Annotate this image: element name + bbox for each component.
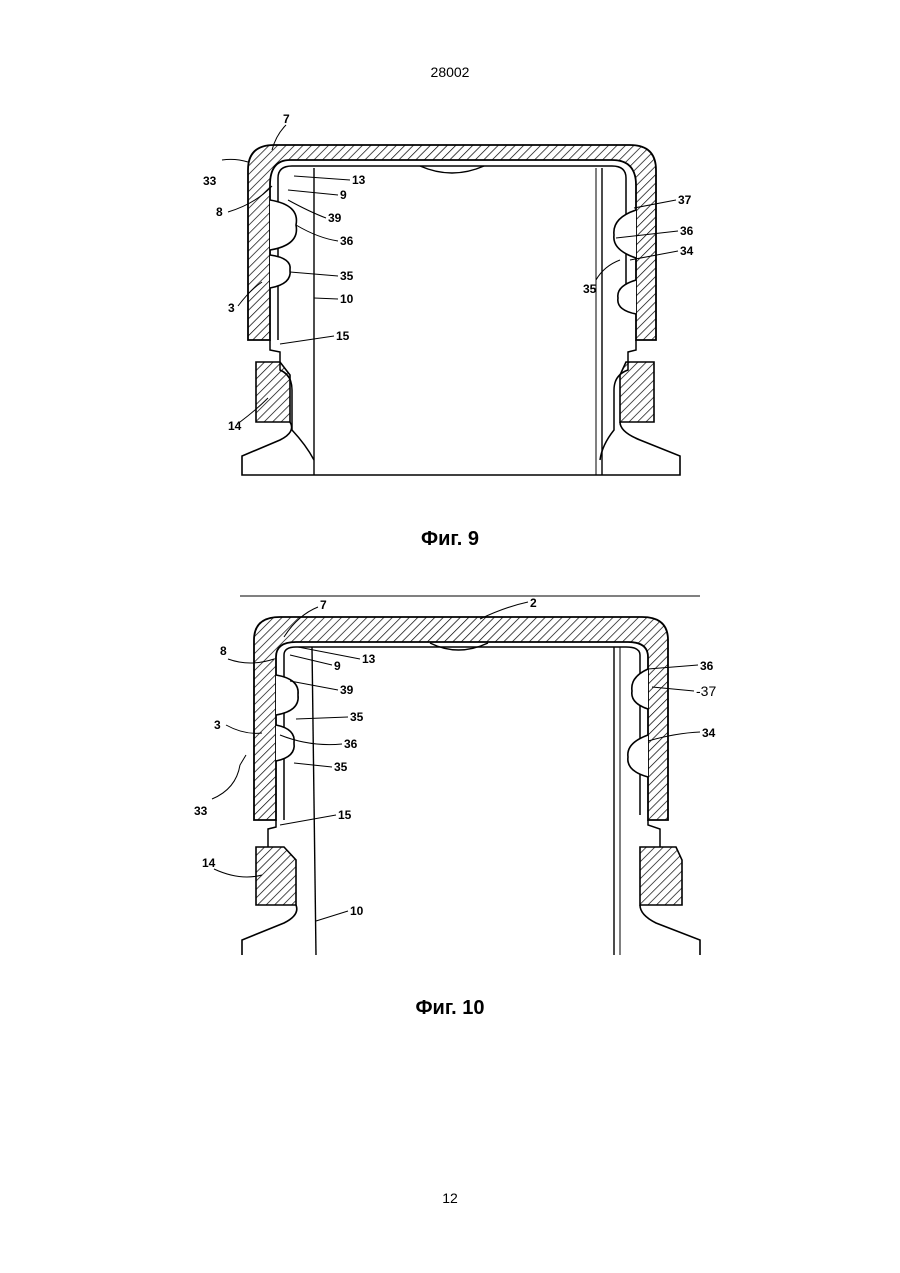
cap-cross-section — [242, 145, 680, 475]
label-39: 39 — [340, 683, 354, 697]
label-2: 2 — [530, 596, 537, 610]
label-34: 34 — [680, 244, 694, 258]
label-7: 7 — [283, 112, 290, 126]
figure-10-drawing: 2 7 8 9 13 39 3 35 36 35 33 15 14 10 36 … — [0, 585, 900, 960]
label-10: 10 — [350, 904, 364, 918]
cap-cross-section — [242, 617, 700, 955]
figure-9-caption: Фиг. 9 — [0, 528, 900, 551]
label-9: 9 — [334, 659, 341, 673]
label-8: 8 — [220, 644, 227, 658]
label-36-left: 36 — [344, 737, 358, 751]
figure-10-caption: Фиг. 10 — [0, 997, 900, 1020]
label-33: 33 — [203, 174, 217, 188]
label-15: 15 — [336, 329, 350, 343]
label-10: 10 — [340, 292, 354, 306]
label-35-right: 35 — [583, 282, 597, 296]
label-3: 3 — [214, 718, 221, 732]
label-13: 13 — [352, 173, 366, 187]
label-14: 14 — [228, 419, 242, 433]
label-8: 8 — [216, 205, 223, 219]
label-14: 14 — [202, 856, 216, 870]
label-9: 9 — [340, 188, 347, 202]
document-number: 28002 — [0, 64, 900, 80]
label-39: 39 — [328, 211, 342, 225]
label-33: 33 — [194, 804, 208, 818]
label-37: 37 — [678, 193, 692, 207]
figure-9-drawing: 7 33 8 13 9 39 36 35 3 10 15 14 37 36 34… — [0, 100, 900, 485]
label-13: 13 — [362, 652, 376, 666]
label-36-left: 36 — [340, 234, 354, 248]
label-3: 3 — [228, 301, 235, 315]
page-number: 12 — [0, 1190, 900, 1206]
label-35-upper: 35 — [350, 710, 364, 724]
label-7: 7 — [320, 598, 327, 612]
label-36-right: 36 — [700, 659, 714, 673]
label-35-lower: 35 — [334, 760, 348, 774]
label-37: -37 — [696, 683, 716, 699]
label-34: 34 — [702, 726, 716, 740]
label-36-right: 36 — [680, 224, 694, 238]
label-15: 15 — [338, 808, 352, 822]
label-35-left: 35 — [340, 269, 354, 283]
